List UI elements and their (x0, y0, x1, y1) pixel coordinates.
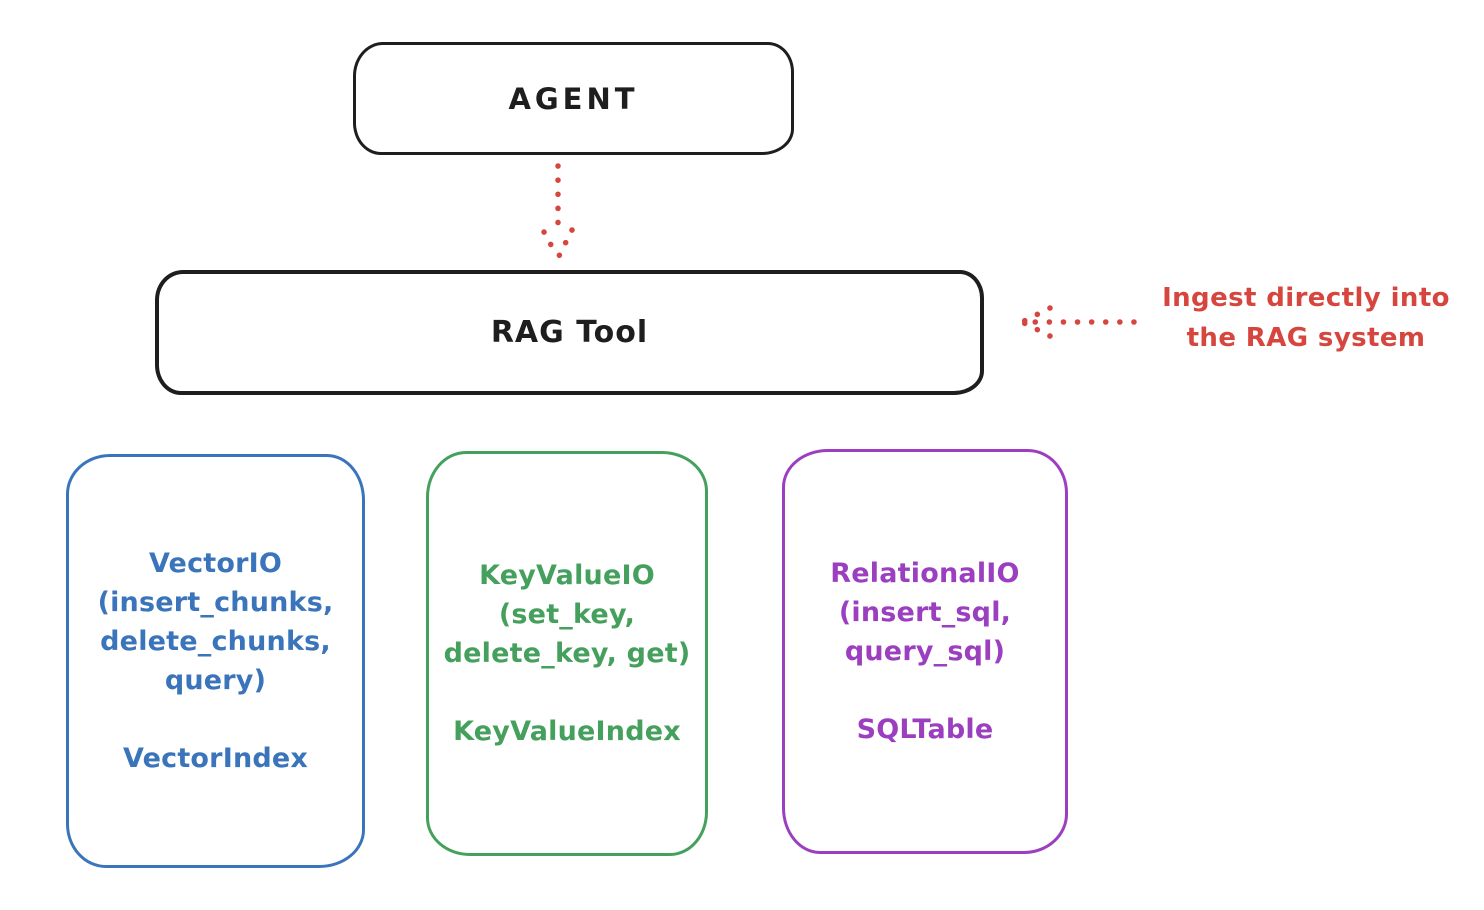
keyvalue-io-line: (set_key, (498, 599, 636, 630)
vector-io-line: delete_chunks, (100, 626, 331, 657)
vector-io-line: query) (164, 665, 267, 696)
agent-to-rag-arrow (541, 163, 575, 259)
ingest-annotation-line: the RAG system (1186, 323, 1426, 353)
keyvalue-io-line: KeyValueIO (479, 560, 655, 591)
vector-io-line: VectorIO (148, 548, 283, 579)
relational-io-line: (insert_sql, (838, 597, 1012, 628)
keyvalue-io-node: KeyValueIO (set_key, delete_key, get) Ke… (426, 451, 708, 856)
rag-tool-label: RAG Tool (490, 315, 649, 350)
vector-index-label: VectorIndex (122, 743, 309, 774)
rag-tool-node: RAG Tool (155, 270, 984, 395)
keyvalue-io-line: delete_key, get) (443, 638, 691, 669)
relational-io-line: query_sql) (844, 636, 1006, 667)
ingest-annotation-line: Ingest directly into (1162, 283, 1450, 313)
vector-io-line: (insert_chunks, (97, 587, 334, 618)
agent-label: AGENT (508, 81, 639, 116)
agent-node: AGENT (353, 42, 794, 155)
ingest-arrow (1021, 305, 1137, 339)
ingest-annotation: Ingest directly into the RAG system (1132, 278, 1480, 358)
vector-io-node: VectorIO (insert_chunks, delete_chunks, … (66, 454, 365, 868)
sql-table-label: SQLTable (856, 714, 994, 745)
keyvalue-index-label: KeyValueIndex (453, 716, 681, 747)
relational-io-line: RelationalIO (830, 558, 1020, 589)
relational-io-node: RelationalIO (insert_sql, query_sql) SQL… (782, 449, 1068, 854)
